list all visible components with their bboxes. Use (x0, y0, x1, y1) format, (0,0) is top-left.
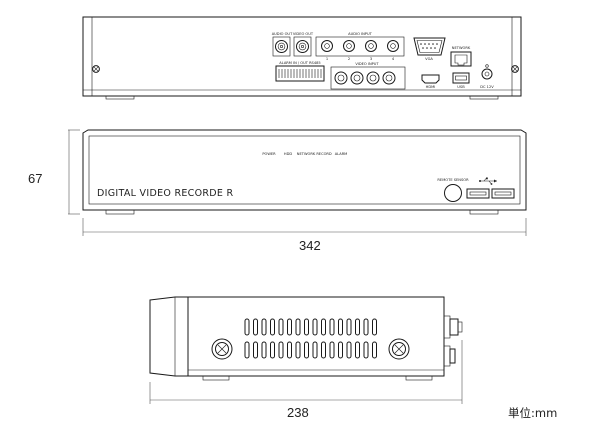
bnc-connector-icon (382, 71, 396, 85)
video-input-label: VIDEO INPUT (355, 62, 379, 66)
front-foot-right (469, 209, 499, 215)
video-out-label: VIDEO OUT (293, 32, 314, 36)
depth-value: 238 (287, 405, 309, 420)
height-dimension: 67 (28, 129, 80, 215)
depth-dimension: 238 (149, 340, 463, 420)
rca-connector-icon (321, 40, 333, 52)
channel-3-label: 3 (370, 57, 372, 61)
screw-icon (211, 338, 233, 360)
rear-connector-side-icon (443, 315, 463, 367)
vent-slots-top (244, 318, 377, 336)
ir-sensor-window (444, 184, 462, 202)
hdmi-label: HDMI (426, 85, 436, 89)
width-value: 342 (299, 238, 321, 253)
led-record-label: RECORD (316, 152, 332, 156)
rear-foot-right (469, 95, 499, 100)
led-power-label: POWER (262, 152, 276, 156)
rca-connector-icon (343, 40, 355, 52)
unit-label: 単位:mm (508, 406, 557, 420)
screw-icon (388, 338, 410, 360)
video-input-block (330, 66, 406, 90)
rear-foot-left (105, 95, 135, 100)
front-bezel-side (149, 296, 189, 377)
vent-slots-bottom (244, 341, 377, 359)
screw-icon (511, 65, 519, 73)
channel-2-label: 2 (348, 57, 350, 61)
bnc-connector-icon (275, 40, 288, 53)
channel-4-label: 4 (392, 57, 395, 61)
alarm-label: ALARM IN / OUT RS485 (279, 61, 320, 65)
usb-port-icon (452, 72, 470, 84)
dc-label: DC 12V (480, 85, 494, 89)
led-alarm-label: ALARM (335, 152, 348, 156)
rear-panel-view: AUDIO OUT VIDEO OUT AUDIO INPUT 1 2 3 4 (82, 16, 522, 100)
bnc-connector-icon (334, 71, 348, 85)
led-hdd-label: HDD (284, 152, 292, 156)
height-value: 67 (28, 171, 42, 186)
usb-port-icon (466, 188, 490, 199)
side-chassis-outline (187, 296, 445, 377)
dc-power-jack-icon (481, 64, 493, 80)
rca-connector-icon (387, 40, 399, 52)
rca-connector-icon (365, 40, 377, 52)
bnc-connector-icon (366, 71, 380, 85)
channel-1-label: 1 (326, 57, 328, 61)
audio-input-block (315, 36, 405, 57)
bnc-connector-icon (296, 40, 309, 53)
alarm-terminal-block (275, 65, 325, 82)
front-foot-left (105, 209, 135, 215)
ethernet-port-icon (450, 51, 472, 67)
vga-port-icon (413, 37, 446, 56)
ir-sensor-label: REMOTE SENSOR (437, 178, 469, 182)
brand-text: DIGITAL VIDEO RECORDE R (97, 188, 234, 199)
side-view (149, 296, 463, 381)
hdmi-port-icon (421, 74, 440, 84)
width-dimension: 342 (82, 218, 527, 253)
front-panel-view: POWER HDD NETWORK RECORD ALARM DIGITAL V… (82, 129, 527, 215)
led-network-label: NETWORK (297, 152, 316, 156)
usb-port-icon (491, 188, 515, 199)
vga-label: VGA (425, 57, 433, 61)
bnc-connector-icon (350, 71, 364, 85)
rear-usb-label: USB (457, 85, 465, 89)
audio-input-label: AUDIO INPUT (348, 32, 372, 36)
network-label: NETWORK (452, 46, 471, 50)
rear-chassis-outline (82, 16, 522, 97)
usb-symbol-icon (479, 177, 497, 185)
screw-icon (92, 65, 100, 73)
audio-out-label: AUDIO OUT (272, 32, 293, 36)
